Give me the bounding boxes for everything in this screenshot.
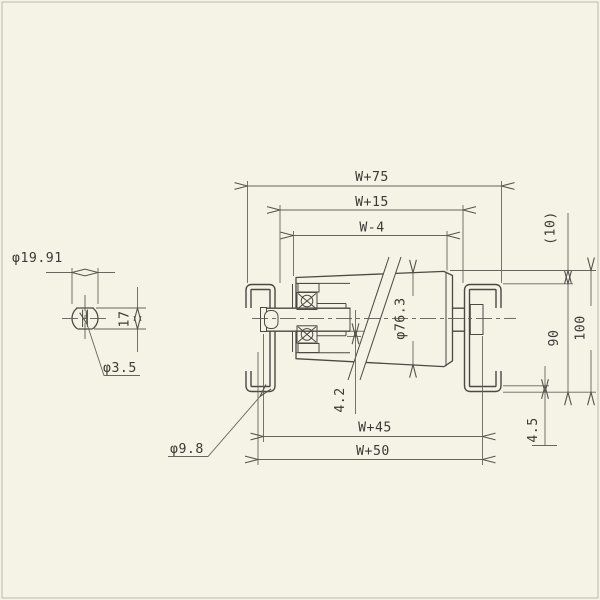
leader-pin-hole-dia: φ3.5 <box>87 324 140 376</box>
dim-flange-thickness-label: 4.5 <box>526 417 541 442</box>
leader-pin-hole-label: φ3.5 <box>103 361 137 376</box>
bearing-ball-top <box>300 294 314 308</box>
dim-roller-dia-label: φ76.3 <box>394 297 409 339</box>
left-frame-channel <box>245 283 276 393</box>
bearing-ball-bottom <box>300 328 314 341</box>
shaft-end-right <box>469 304 484 335</box>
dim-roller-dia: φ76.3 <box>394 273 414 365</box>
dim-w-minus-4: W-4 <box>294 221 448 236</box>
dim-w-plus-75: W+75 <box>248 170 502 186</box>
dim-shaft-dia-label: φ19.91 <box>12 251 63 266</box>
leader-frame-hole-label: φ9.8 <box>170 442 204 457</box>
dim-overall-height-label: 100 <box>574 315 589 340</box>
dim-overall-height: 100 <box>574 271 592 393</box>
bearing-unit <box>296 283 347 353</box>
spring-pin-capsule <box>264 310 279 329</box>
dim-w-minus-4-label: W-4 <box>359 221 384 236</box>
dim-w-plus-15-label: W+15 <box>355 195 389 210</box>
dim-w-plus-50: W+50 <box>258 444 483 460</box>
dim-bearing-gap-label: 4.2 <box>333 387 348 412</box>
dim-w-plus-45: W+45 <box>264 421 483 437</box>
dim-w-plus-15: W+15 <box>280 195 463 210</box>
dim-frame-height-label: 90 <box>547 330 562 347</box>
dim-frame-height: 90 <box>547 284 568 392</box>
dim-shaft-dia: φ19.91 <box>12 251 115 273</box>
shaft <box>260 304 484 335</box>
dim-across-flats-label: 17 <box>118 311 133 328</box>
dim-top-clearance: (10) <box>544 211 569 270</box>
dim-w-plus-75-label: W+75 <box>355 170 389 185</box>
leader-frame-hole-dia: φ9.8 <box>168 397 260 457</box>
dim-w-plus-50-label: W+50 <box>356 444 390 459</box>
dim-bearing-gap: 4.2 <box>333 310 356 414</box>
dim-w-plus-45-label: W+45 <box>358 421 392 436</box>
right-frame-channel <box>463 283 502 393</box>
dim-flange-thickness: 4.5 <box>526 366 557 446</box>
dim-across-flats: 17 <box>118 287 138 352</box>
dim-top-clearance-label: (10) <box>544 211 559 245</box>
